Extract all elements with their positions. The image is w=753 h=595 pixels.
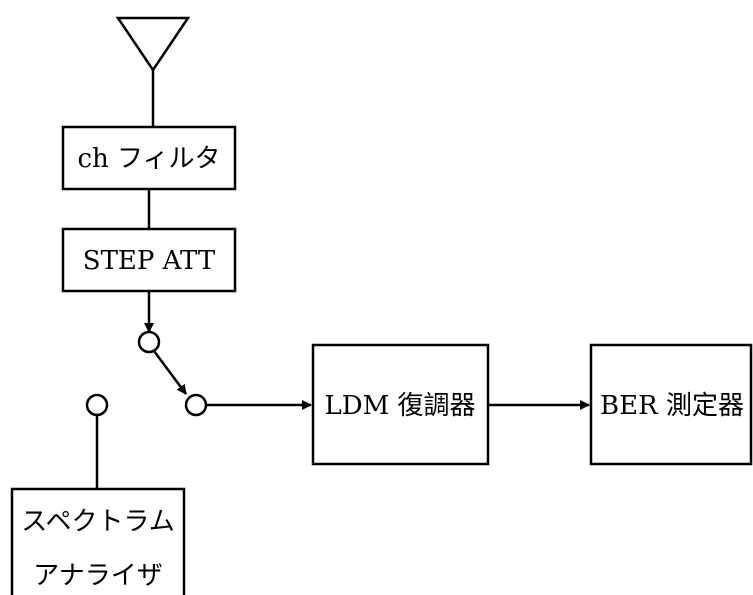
ch-filter-block: ch フィルタ	[61, 125, 237, 191]
spectrum-analyzer-block: スペクトラム アナライザ	[10, 487, 186, 595]
switch-lever	[152, 350, 188, 395]
spectrum-analyzer-label-line1: スペクトラム	[21, 507, 174, 537]
spectrum-analyzer-label-line2: アナライザ	[33, 561, 162, 591]
ldm-demodulator-label: LDM 復調器	[325, 391, 476, 421]
step-att-label: STEP ATT	[83, 246, 216, 276]
ber-meter-label: BER 測定器	[600, 391, 744, 421]
ldm-demodulator-block: LDM 復調器	[311, 343, 490, 466]
switch-input-terminal	[137, 330, 161, 354]
step-att-block: STEP ATT	[61, 227, 237, 293]
ber-meter-block: BER 測定器	[589, 343, 753, 466]
switch-analyzer-terminal	[85, 393, 109, 417]
antenna-icon	[115, 16, 191, 127]
ch-filter-label: ch フィルタ	[77, 144, 220, 174]
switch-output-terminal	[184, 393, 208, 417]
